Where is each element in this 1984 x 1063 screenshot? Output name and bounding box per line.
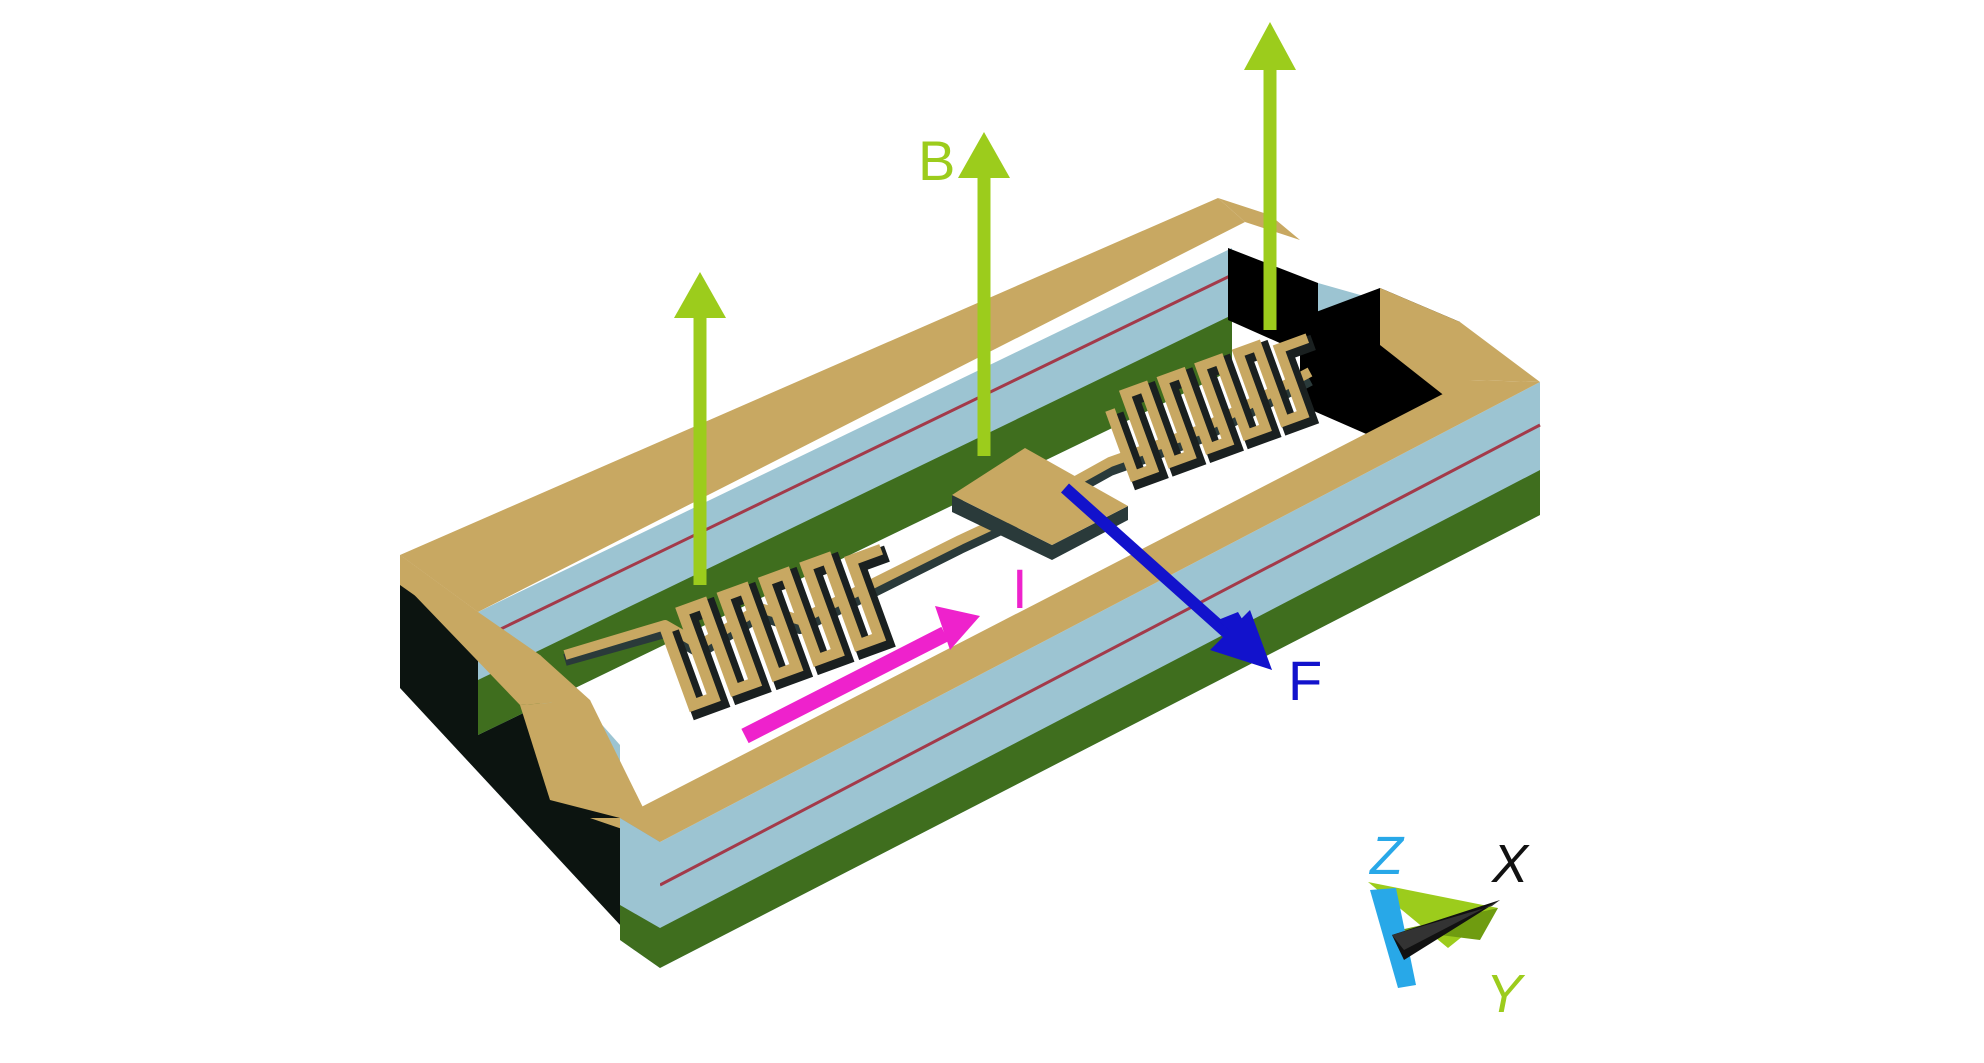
left-serpentine-spring — [659, 544, 896, 721]
b-field-arrows — [674, 22, 1296, 585]
diagonal-arrow-icon — [1210, 610, 1272, 670]
label-axis-y: Y — [1486, 964, 1526, 1024]
spring-mass-structure — [563, 333, 1320, 721]
label-f: F — [1288, 649, 1322, 712]
right-arrow-icon — [935, 606, 980, 650]
force-arrow — [1061, 483, 1272, 670]
label-b: B — [918, 129, 955, 192]
label-axis-z: Z — [1368, 826, 1405, 886]
axis-z-arrow — [1370, 888, 1416, 988]
up-arrow-icon — [674, 272, 726, 318]
axis-x-arrow — [1392, 900, 1500, 960]
up-arrow-icon — [958, 132, 1010, 178]
right-arrow-icon — [741, 626, 949, 744]
chip-front-green-layer — [660, 470, 1540, 968]
current-arrow — [741, 606, 980, 744]
frame-top — [400, 198, 1540, 842]
diagonal-arrow-icon — [1061, 483, 1239, 645]
chip-front-red-line — [659, 423, 1541, 887]
right-serpentine-spring — [1105, 333, 1320, 491]
up-arrow-icon — [1244, 22, 1296, 70]
label-axis-x: X — [1490, 834, 1530, 894]
label-i: I — [1012, 557, 1028, 620]
chip-left-side — [400, 558, 660, 968]
frame-front-corner — [620, 818, 660, 968]
axis-triad — [1368, 882, 1500, 988]
